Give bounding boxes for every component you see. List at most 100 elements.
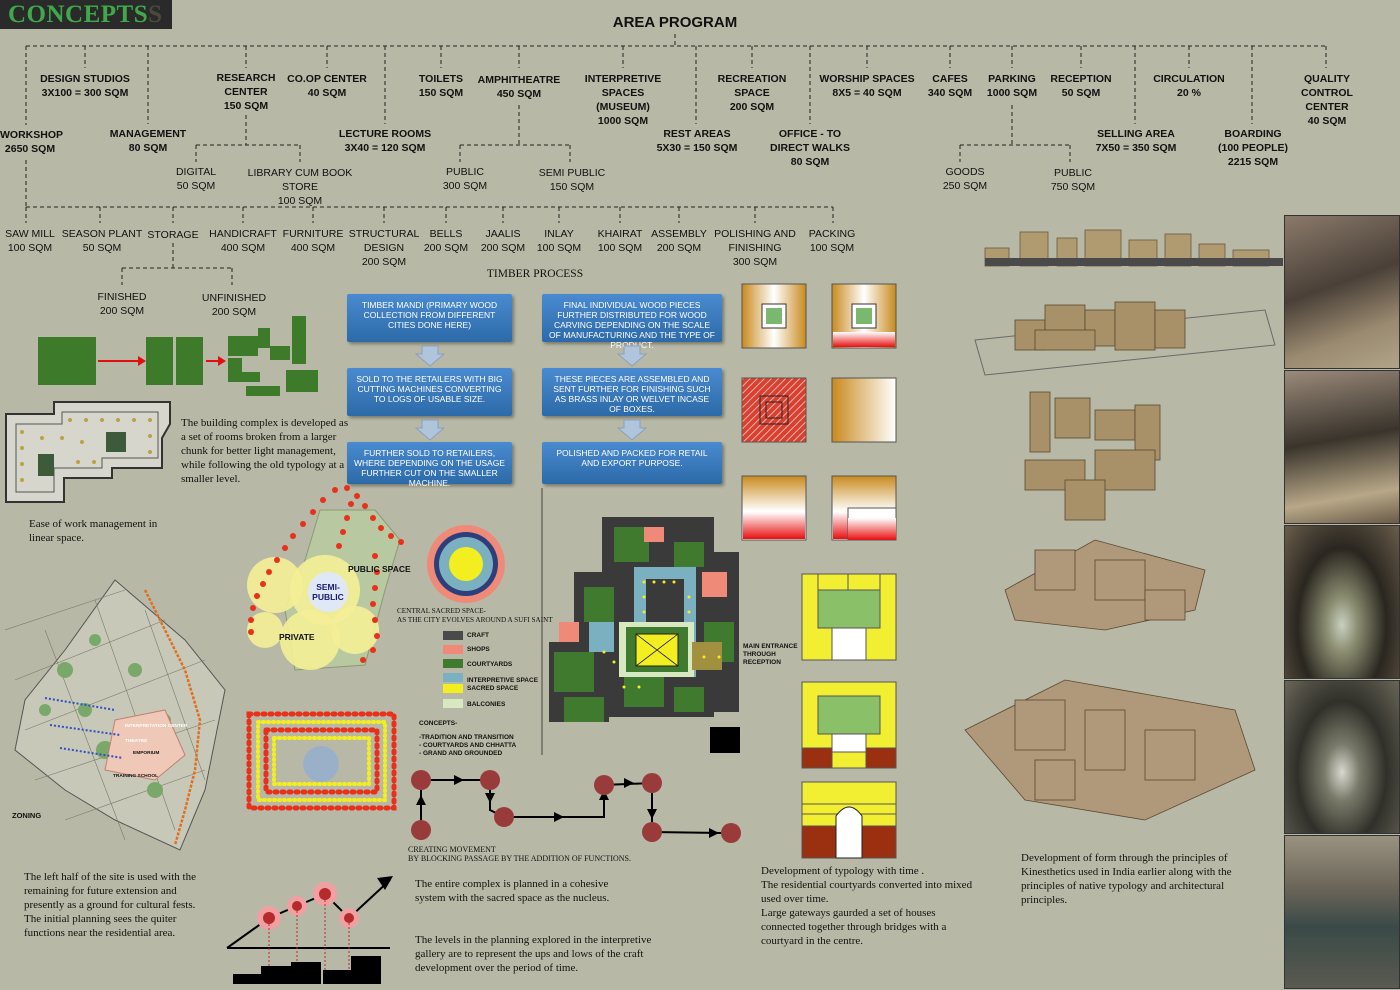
photo-arched-gate [1284,525,1400,679]
legend-swatch-sacred [443,684,463,693]
timber-step-6: POLISHED AND PACKED FOR RETAIL AND EXPOR… [542,442,722,484]
sacred-space-circle [427,525,505,603]
timber-arrows [414,345,648,755]
courtyard-typology [801,573,897,859]
concentric-square-diagram [246,711,397,811]
legend-label-craft: CRAFT [467,632,490,639]
label-private: PRIVATE [279,632,315,642]
label-semi-public: SEMI- PUBLIC [312,582,344,602]
node-boarding: BOARDING (100 PEOPLE)2215 SQM [1217,128,1289,168]
note-form: Development of form through the principl… [1021,852,1232,906]
concepts-title: CONCEPTSS [8,1,163,28]
node-storage: STORAGE [147,229,199,241]
legend-swatch-balconies [443,699,463,708]
legend-swatch-shops [443,645,463,654]
label-creating-movement: CREATING MOVEMENT BY BLOCKING PASSAGE BY… [408,845,631,863]
node-interpretive-spaces: INTERPRETIVE SPACES (MUSEUM)1000 SQM [584,73,662,127]
legend-label-interpretive: INTERPRETIVE SPACE [467,677,539,684]
linear-plan-drawing [5,401,171,503]
photo-carved-door [1284,835,1400,989]
block-breakdown-diagram [38,316,318,396]
note-ease-of-work: Ease of work management in linear space. [29,518,158,544]
legend-swatch-interpretive [443,673,463,682]
legend-label-courtyards: COURTYARDS [467,661,513,668]
note-levels: The levels in the planning explored in t… [415,934,652,974]
complex-floor-plan [549,517,740,753]
movement-diagram [411,770,741,843]
timber-step-4: FINAL INDIVIDUAL WOOD PIECES FURTHER DIS… [542,294,722,350]
legend-label-sacred: SACRED SPACE [467,685,519,692]
typology-gradients [741,283,897,541]
photo-street-gateway [1284,215,1400,369]
legend-label-balconies: BALCONIES [467,701,506,708]
site-zoning-map [5,579,226,851]
legend-swatch-craft [443,631,463,640]
note-cohesive: The entire complex is planned in a cohes… [415,878,610,904]
note-left-half: The left half of the site is used with t… [24,871,196,939]
timber-step-5: THESE PIECES ARE ASSEMBLED AND SENT FURT… [542,368,722,416]
program-tree-lines [25,34,1327,285]
label-central-sacred: CENTRAL SACRED SPACE- AS THE CITY EVOLVE… [397,607,553,624]
timber-step-1: TIMBER MANDI (PRIMARY WOOD COLLECTION FR… [347,294,512,342]
photo-corridor-arch [1284,680,1400,834]
levels-diagram [226,876,393,984]
map-label-interpretation: INTERPRETATION CENTER [125,724,188,729]
label-main-entrance: MAIN ENTRANCE THROUGH RECEPTION [743,643,798,666]
legend-swatch-courtyards [443,659,463,668]
note-building-complex: The building complex is developed as a s… [181,417,349,485]
map-label-zoning: ZONING [12,811,42,820]
map-label-emporium: EMPORIUM [133,751,160,756]
zoning-bubble-diagram [247,485,404,671]
map-label-training: TRAINING SCHOOL [113,774,159,779]
timber-process-title: TIMBER PROCESS [486,268,584,280]
map-label-theatre: THEATRE [125,739,148,744]
timber-step-3: FURTHER SOLD TO RETAILERS, WHERE DEPENDI… [347,442,512,488]
timber-step-2: SOLD TO THE RETAILERS WITH BIG CUTTING M… [347,368,512,416]
form-development-models [964,229,1283,821]
area-program-title: AREA PROGRAM [612,14,738,31]
note-typology: Development of typology with time . The … [761,865,973,947]
legend-label-shops: SHOPS [467,646,490,653]
photo-balcony-facade [1284,370,1400,524]
concepts-subtitle: CONCEPTS- [419,720,458,727]
concepts-list: -TRADITION AND TRANSITION - COURTYARDS A… [419,734,517,757]
label-public-space: PUBLIC SPACE [348,564,411,574]
